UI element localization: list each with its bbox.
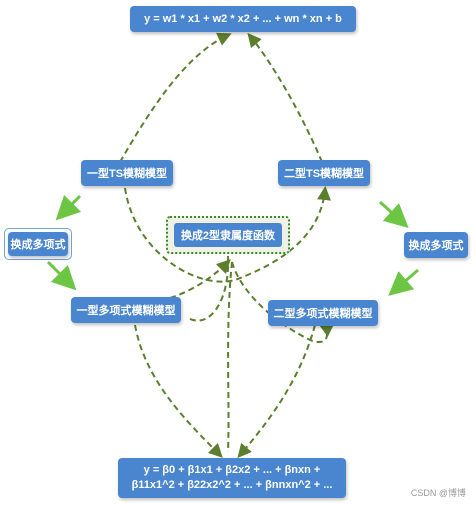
membership-switch-label: 换成2型隶属度函数 [180, 230, 276, 242]
edge-type1ts-to-linear [119, 32, 232, 163]
poly-formula-line2: β11x1^2 + β22x2^2 + ... + βnnxn^2 + ... [131, 479, 333, 491]
edge-type1ts-to-type2ts [124, 186, 331, 283]
type2-poly-node: 二型多项式模糊模型 [268, 300, 378, 326]
linear-formula-node: y = w1 * x1 + w2 * x2 + ... + wn * xn + … [130, 6, 356, 32]
linear-formula-text: y = w1 * x1 + w2 * x2 + ... + wn * xn + … [144, 13, 342, 25]
poly-formula-line1: y = β0 + β1x1 + β2x2 + ... + βnxn + [143, 464, 321, 476]
edge-type2poly-to-polyformula [237, 324, 316, 459]
edge-membership-to-type2poly [231, 261, 335, 343]
edge-polyleft-to-type1poly [46, 260, 77, 291]
to-poly-left-node: 换成多项式 [8, 232, 68, 256]
type2-ts-node: 二型TS模糊模型 [278, 160, 370, 186]
watermark: CSDN @博博 [410, 488, 466, 498]
edge-type2ts-to-linear [247, 32, 323, 163]
type1-poly-label: 一型多项式模糊模型 [76, 305, 176, 317]
edge-type1poly-to-polyformula [134, 324, 223, 458]
edge-center-strand [227, 261, 233, 453]
membership-switch-node: 换成2型隶属度函数 [174, 223, 282, 247]
to-poly-right-node: 换成多项式 [404, 232, 468, 258]
edge-polyright-to-type2poly [388, 268, 419, 296]
to-poly-right-label: 换成多项式 [408, 240, 464, 252]
edge-type1poly-to-membership [169, 259, 231, 299]
type1-ts-label: 一型TS模糊模型 [86, 168, 168, 180]
poly-formula-node: y = β0 + β1x1 + β2x2 + ... + βnxn + β11x… [118, 458, 346, 498]
type1-ts-node: 一型TS模糊模型 [81, 160, 173, 186]
to-poly-left-label: 换成多项式 [10, 239, 66, 251]
type1-poly-node: 一型多项式模糊模型 [71, 297, 181, 323]
edge-type1ts-to-polyleft [55, 194, 82, 221]
type2-ts-label: 二型TS模糊模型 [283, 168, 365, 180]
edge-type2ts-to-polyright [378, 200, 409, 229]
type2-poly-label: 二型多项式模糊模型 [273, 308, 373, 320]
